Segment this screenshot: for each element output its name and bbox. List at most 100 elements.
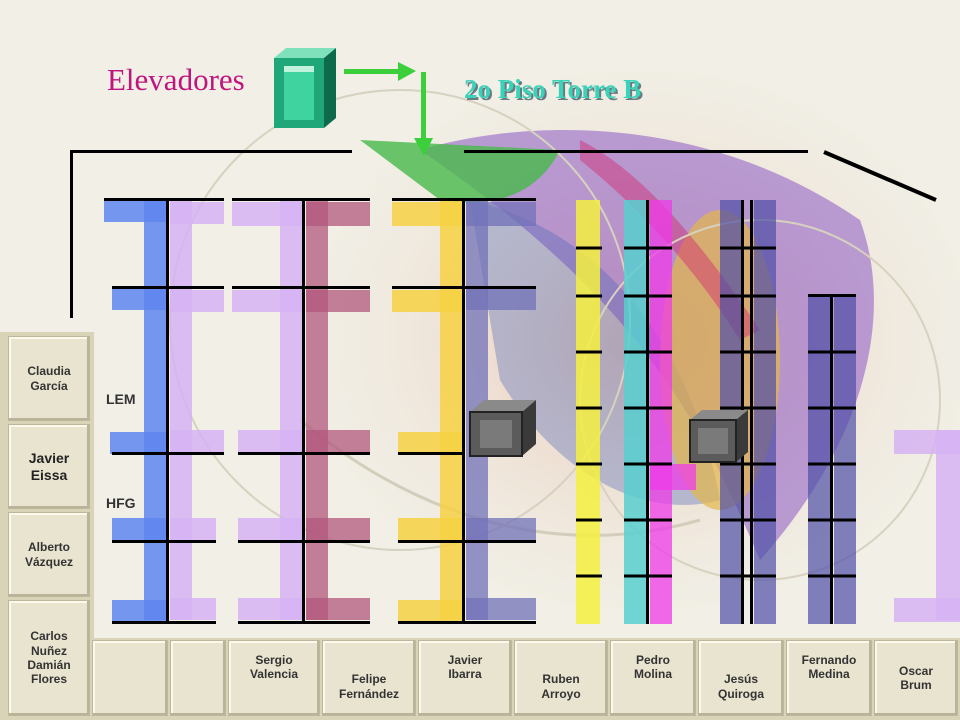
- workstation-block: [440, 200, 462, 620]
- workstation-block: [112, 518, 166, 540]
- workstation-block: [238, 518, 302, 540]
- partition: [232, 198, 370, 201]
- partition: [398, 540, 536, 543]
- partition: [104, 198, 224, 201]
- person-button-jesus-quiroga[interactable]: Jesús Quiroga: [698, 640, 784, 716]
- partition: [166, 198, 169, 624]
- workstation-block: [238, 598, 302, 620]
- workstation-block: [112, 600, 166, 622]
- workstation-block: [306, 290, 370, 312]
- partition: [302, 198, 305, 624]
- workstation-block: [144, 200, 166, 620]
- filing-cabinet-icon: [469, 400, 536, 457]
- person-button-felipe-fernandez[interactable]: Felipe Fernández: [322, 640, 416, 716]
- workstation-block: [466, 202, 536, 226]
- partition: [238, 452, 370, 455]
- partition: [750, 200, 753, 624]
- workstation-block: [110, 432, 166, 454]
- workstation-block: [894, 598, 960, 622]
- partition: [112, 540, 216, 543]
- partition: [392, 286, 536, 289]
- person-name: Jesús Quiroga: [717, 672, 764, 701]
- partition: [112, 286, 224, 289]
- wall-diagonal: [823, 150, 937, 202]
- person-button-alberto-vazquez[interactable]: Alberto Vázquez: [8, 512, 90, 597]
- workstation-block: [894, 430, 960, 454]
- partition: [112, 452, 224, 455]
- person-button-claudia-garcia[interactable]: Claudia García: [8, 336, 90, 421]
- workstation-block: [170, 598, 216, 620]
- person-button-ruben-arroyo[interactable]: Ruben Arroyo: [514, 640, 608, 716]
- partition: [808, 294, 856, 297]
- workstation-block: [392, 202, 462, 226]
- person-button-carlos-nunez[interactable]: Carlos Nuñez Damián Flores: [8, 600, 90, 716]
- workstation-block: [306, 202, 370, 226]
- person-button-javier-ibarra[interactable]: Javier Ibarra: [418, 640, 512, 716]
- workstation-block: [392, 290, 462, 312]
- workstation-block: [170, 200, 192, 620]
- floor-title: 2o Piso Torre B: [464, 74, 642, 104]
- arrow-right-icon: [344, 62, 433, 156]
- workstation-block: [398, 518, 462, 540]
- workstation-block: [232, 202, 302, 226]
- partition: [398, 452, 462, 455]
- workstation-block: [466, 288, 536, 310]
- person-name: Ruben Arroyo: [541, 672, 581, 701]
- wall-top-left: [70, 150, 352, 153]
- person-name: Pedro Molina: [634, 653, 672, 682]
- workstation-block: [754, 200, 776, 624]
- person-name: Javier Eissa: [28, 449, 70, 483]
- person-button-empty-2[interactable]: [170, 640, 226, 716]
- person-button-javier-eissa[interactable]: Javier Eissa: [8, 424, 90, 509]
- person-name: Carlos Nuñez Damián Flores: [27, 629, 71, 687]
- person-name: Sergio Valencia: [249, 653, 299, 682]
- area-hfg-label: HFG: [106, 495, 136, 511]
- workstation-block: [398, 432, 462, 454]
- workstation-block: [624, 200, 646, 624]
- workstation-block: [306, 518, 370, 540]
- workstation-block: [306, 598, 370, 620]
- partition: [830, 294, 833, 624]
- partition: [238, 621, 370, 624]
- workstation-block: [466, 518, 536, 540]
- partition: [232, 286, 370, 289]
- workstation-block: [280, 200, 302, 620]
- person-name: Felipe Fernández: [338, 672, 399, 701]
- workstation-block: [576, 200, 600, 624]
- partition: [112, 621, 216, 624]
- person-name: Fernando Medina: [801, 653, 857, 682]
- workstation-block: [808, 294, 830, 624]
- person-button-empty-1[interactable]: [92, 640, 168, 716]
- partition: [392, 198, 536, 201]
- wall-top-right: [464, 150, 808, 153]
- partition: [238, 540, 370, 543]
- elevator-icon[interactable]: [272, 46, 338, 130]
- filing-cabinet-icon: [689, 410, 748, 463]
- workstation-block: [466, 598, 536, 620]
- workstation-block: [398, 600, 462, 622]
- workstation-block: [170, 202, 224, 224]
- person-button-sergio-valencia[interactable]: Sergio Valencia: [228, 640, 320, 716]
- workstation-block: [650, 200, 672, 624]
- person-name: Oscar Brum: [898, 663, 934, 692]
- person-button-oscar-brum[interactable]: Oscar Brum: [874, 640, 958, 716]
- workstation-block: [834, 294, 856, 624]
- person-name: Alberto Vázquez: [24, 540, 73, 569]
- person-name: Javier Ibarra: [447, 653, 483, 682]
- workstation-block: [170, 430, 224, 452]
- workstation-block: [170, 518, 216, 540]
- workstation-block: [306, 200, 328, 620]
- workstation-block: [232, 290, 302, 312]
- partition: [646, 200, 649, 624]
- person-button-fernando-medina[interactable]: Fernando Medina: [786, 640, 872, 716]
- page-title: Elevadores: [107, 62, 245, 97]
- partition: [462, 198, 465, 624]
- shelf-lines: [576, 246, 856, 578]
- person-button-pedro-molina[interactable]: Pedro Molina: [610, 640, 696, 716]
- workstation-block: [170, 290, 224, 312]
- workstation-block: [650, 464, 696, 490]
- workstation-block: [238, 430, 302, 452]
- area-lem-label: LEM: [106, 391, 136, 407]
- partition: [398, 621, 536, 624]
- wall-left: [70, 150, 73, 318]
